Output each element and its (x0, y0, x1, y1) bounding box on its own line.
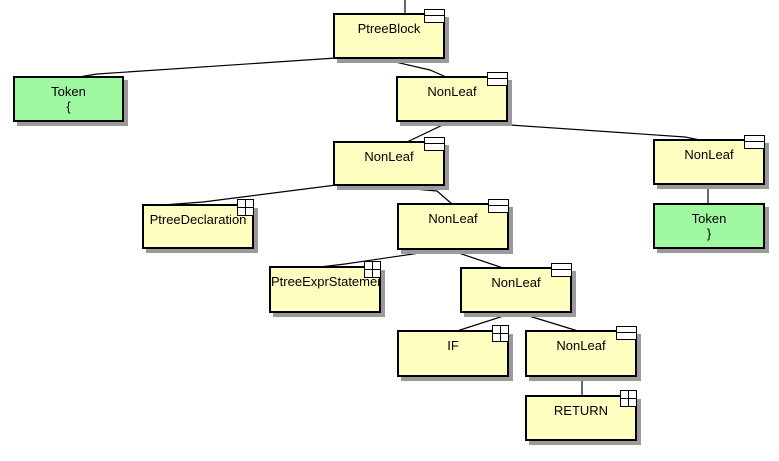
node-sublabel: } (706, 226, 712, 241)
stacked-panes-icon[interactable] (744, 135, 765, 149)
node-label: RETURN (553, 403, 609, 418)
node-label: NonLeaf (684, 147, 734, 162)
edge-nonleaf-5-to-if (456, 311, 517, 332)
grid-panes-icon[interactable] (237, 199, 254, 216)
edge-nonleaf-2-to-nonleaf-4 (369, 184, 453, 205)
node-label: Token (51, 84, 86, 99)
node-label: IF (447, 338, 459, 353)
grid-panes-icon[interactable] (492, 325, 509, 342)
tree-node-nonleaf-6[interactable]: NonLeaf (525, 326, 637, 377)
tree-node-nonleaf-4[interactable]: NonLeaf (397, 199, 509, 250)
grid-panes-icon[interactable] (364, 261, 381, 278)
edge-nonleaf-1-to-nonleaf-3 (451, 120, 701, 141)
stacked-panes-icon[interactable] (424, 9, 445, 23)
node-label: PtreeDeclaration (149, 212, 247, 227)
tree-node-if[interactable]: IF (397, 325, 509, 377)
stacked-panes-icon[interactable] (488, 199, 509, 213)
node-label: PtreeBlock (357, 21, 421, 36)
stacked-panes-icon[interactable] (424, 137, 445, 151)
tree-node-ptreeblock[interactable]: PtreeBlock (333, 9, 445, 59)
tree-node-nonleaf-5[interactable]: NonLeaf (460, 263, 572, 313)
stacked-panes-icon[interactable] (487, 72, 508, 86)
tree-node-nonleaf-3[interactable]: NonLeaf (653, 135, 765, 185)
tree-node-nonleaf-2[interactable]: NonLeaf (333, 137, 445, 186)
node-label: NonLeaf (428, 211, 478, 226)
tree-node-return[interactable]: RETURN (525, 390, 637, 441)
tree-node-ptreeexprstatement[interactable]: PtreeExprStatemen (269, 261, 381, 313)
node-label: Token (691, 211, 727, 226)
edge-nonleaf-4-to-ptreeexprstatement (319, 248, 448, 268)
stacked-panes-icon[interactable] (616, 326, 637, 340)
edge-ptreeblock-to-token-open (78, 57, 337, 78)
edge-ptreeblock-to-nonleaf-1 (377, 57, 447, 78)
node-label: NonLeaf (556, 338, 606, 353)
node-label: NonLeaf (364, 149, 414, 164)
tree-node-token-close-brace[interactable]: Token } (653, 203, 765, 249)
node-label: NonLeaf (491, 275, 541, 290)
node-sublabel: { (66, 99, 71, 114)
stacked-panes-icon[interactable] (551, 263, 572, 277)
edge-nonleaf-4-to-nonleaf-5 (446, 248, 504, 269)
grid-panes-icon[interactable] (620, 390, 637, 407)
node-label: NonLeaf (427, 84, 477, 99)
tree-node-nonleaf-1[interactable]: NonLeaf (396, 72, 508, 122)
edge-nonleaf-1-to-nonleaf-2 (406, 120, 452, 143)
tree-node-ptreedeclaration[interactable]: PtreeDeclaration (142, 199, 254, 249)
edge-nonleaf-5-to-nonleaf-6 (515, 311, 579, 332)
tree-node-token-open-brace[interactable]: Token { (13, 76, 124, 122)
node-label: PtreeExprStatemen (271, 274, 379, 289)
